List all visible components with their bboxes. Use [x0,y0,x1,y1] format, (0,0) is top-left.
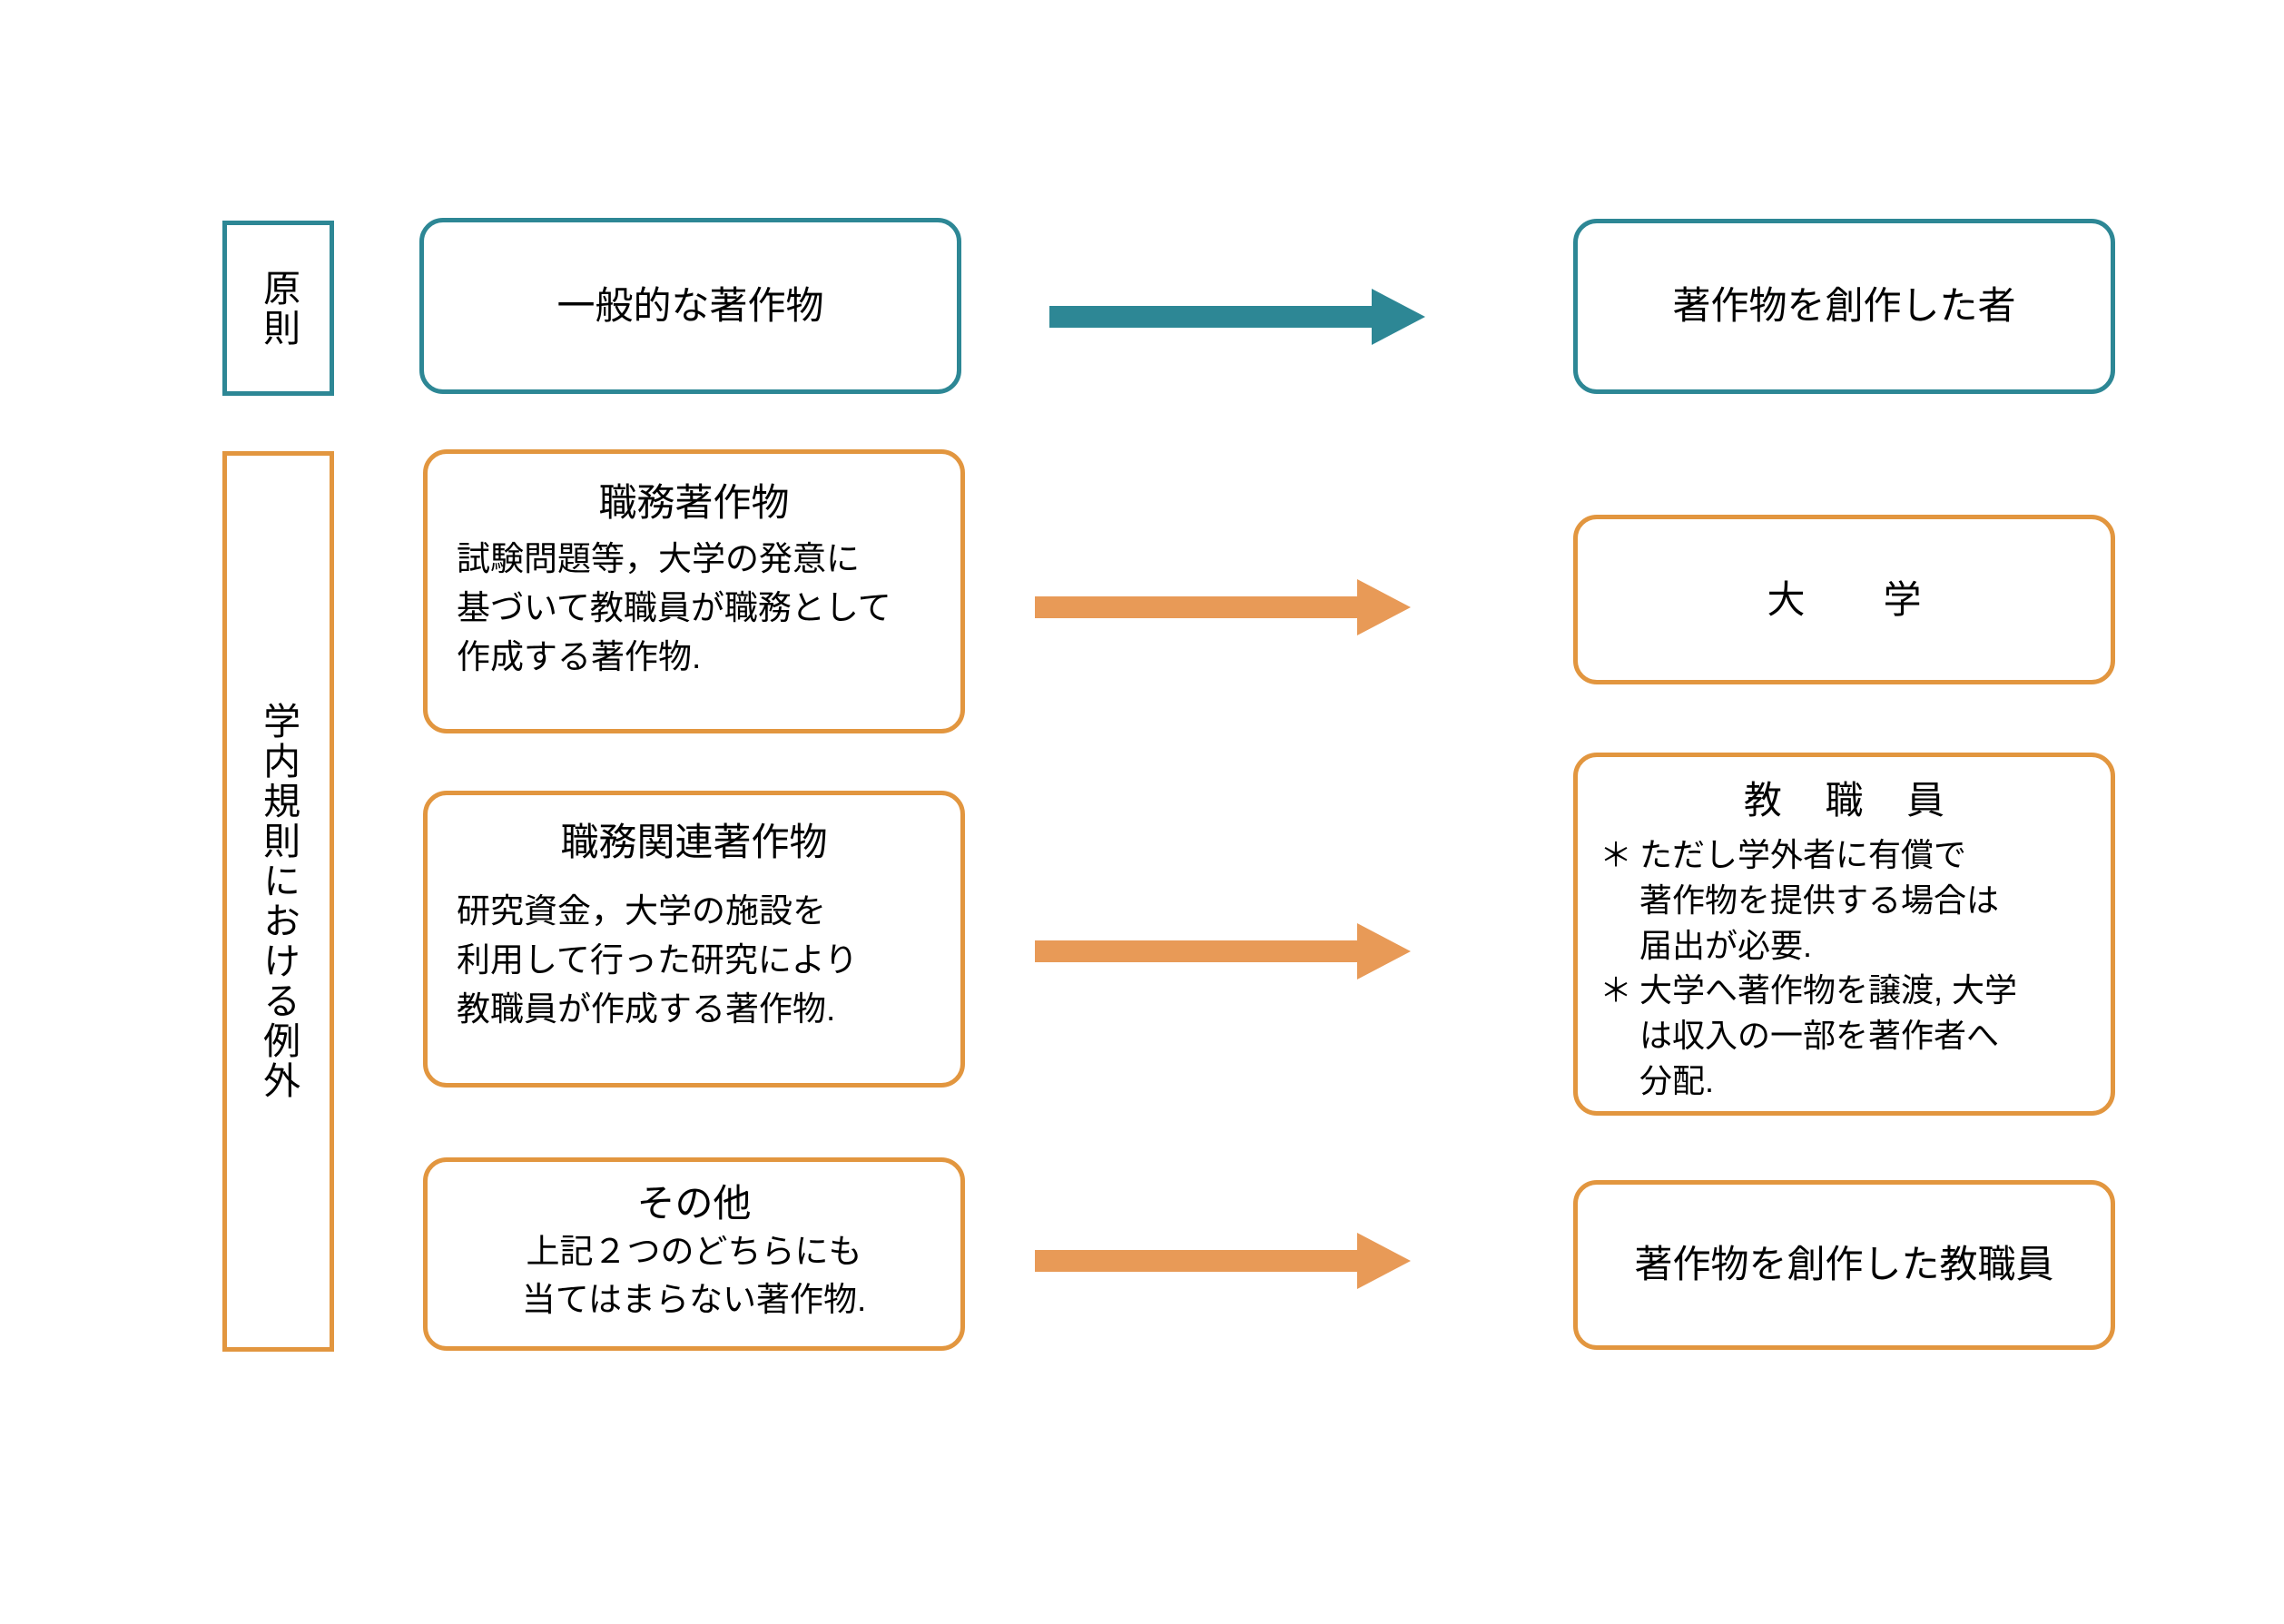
source-body-line: 試験問題等，大学の発意に [457,540,860,578]
source-body-line: 上記２つのどちらにも [526,1233,862,1271]
note-line: 分配. [1639,1061,1715,1099]
note-marker: ＊ [1600,971,1633,1009]
source-body-line: 作成する著作物. [457,638,702,676]
target-box-other: 著作物を創作した教職員 [1573,1180,2115,1350]
note-text: 大学へ著作物を譲渡, 大学 は収入の一部を著作者へ 分配. [1639,968,2017,1103]
target-title-other: 著作物を創作した教職員 [1634,1243,2054,1286]
source-title-work-for-hire: 職務著作物 [598,481,790,524]
source-title-work-related: 職務関連著作物 [560,821,828,863]
target-box-general-work: 著作物を創作した者 [1573,219,2115,394]
source-body-other: 上記２つのどちらにも 当てはまらない著作物. [522,1228,867,1324]
source-body-line: 基づいて教職員が職務として [457,589,891,627]
target-title-general-work: 著作物を創作した者 [1672,284,2016,328]
target-notes-work-related: ＊ ただし学外者に有償で 著作物を提供する場合は 届出が必要. ＊ 大学へ著作物… [1600,832,2017,1103]
source-content-work-for-hire: 職務著作物 試験問題等，大学の発意に 基づいて教職員が職務として 作成する著作物… [428,479,960,682]
note-text: ただし学外者に有償で 著作物を提供する場合は 届出が必要. [1639,832,2017,968]
category-label-exception: 学内規則における例外 [257,702,300,1101]
arrow-work-related [1035,923,1411,979]
note-line: は収入の一部を著作者へ [1639,1016,2000,1054]
note-item: ＊ 大学へ著作物を譲渡, 大学 は収入の一部を著作者へ 分配. [1600,968,2017,1103]
source-body-line: 研究資金，大学の施設を [457,892,826,930]
note-line: 届出が必要. [1639,926,1813,964]
target-title-work-for-hire: 大 学 [1767,577,1942,621]
source-body-line: 当てはまらない著作物. [521,1280,867,1318]
note-line: ただし学外者に有償で [1639,836,1967,874]
source-content-general-work: 一般的な著作物 [424,282,957,329]
category-box-exception: 学内規則における例外 [222,451,334,1352]
source-title-general-work: 一般的な著作物 [556,284,824,328]
category-label-principle: 原則 [257,268,300,349]
arrow-other [1035,1233,1411,1289]
source-content-work-related: 職務関連著作物 研究資金，大学の施設を 利用して行った研究により 教職員が作成す… [428,819,960,1034]
source-body-line: 利用して行った研究により [457,941,859,979]
source-box-work-related: 職務関連著作物 研究資金，大学の施設を 利用して行った研究により 教職員が作成す… [423,791,965,1088]
arrow-work-for-hire [1035,579,1411,635]
source-box-work-for-hire: 職務著作物 試験問題等，大学の発意に 基づいて教職員が職務として 作成する著作物… [423,449,965,733]
category-box-principle: 原則 [222,221,334,396]
target-box-work-for-hire: 大 学 [1573,515,2115,684]
note-line: 大学へ著作物を譲渡, 大学 [1639,971,2018,1009]
note-marker: ＊ [1600,836,1633,874]
source-body-line: 教職員が作成する著作物. [457,990,836,1029]
arrow-general-work [1049,289,1425,345]
target-box-work-related: 教 職 員 ＊ ただし学外者に有償で 著作物を提供する場合は 届出が必要. ＊ … [1573,753,2115,1116]
target-title-work-related: 教 職 員 [1743,779,1962,822]
note-item: ＊ ただし学外者に有償で 著作物を提供する場合は 届出が必要. [1600,832,2017,968]
target-content-work-related: 教 職 員 ＊ ただし学外者に有償で 著作物を提供する場合は 届出が必要. ＊ … [1578,777,2111,1103]
source-title-other: その他 [636,1182,752,1225]
source-box-general-work: 一般的な著作物 [419,218,961,394]
source-body-work-for-hire: 試験問題等，大学の発意に 基づいて教職員が職務として 作成する著作物. [457,535,891,682]
source-body-work-related: 研究資金，大学の施設を 利用して行った研究により 教職員が作成する著作物. [457,887,858,1034]
source-box-other: その他 上記２つのどちらにも 当てはまらない著作物. [423,1157,965,1351]
source-content-other: その他 上記２つのどちらにも 当てはまらない著作物. [428,1180,960,1324]
note-line: 著作物を提供する場合は [1639,881,2000,919]
